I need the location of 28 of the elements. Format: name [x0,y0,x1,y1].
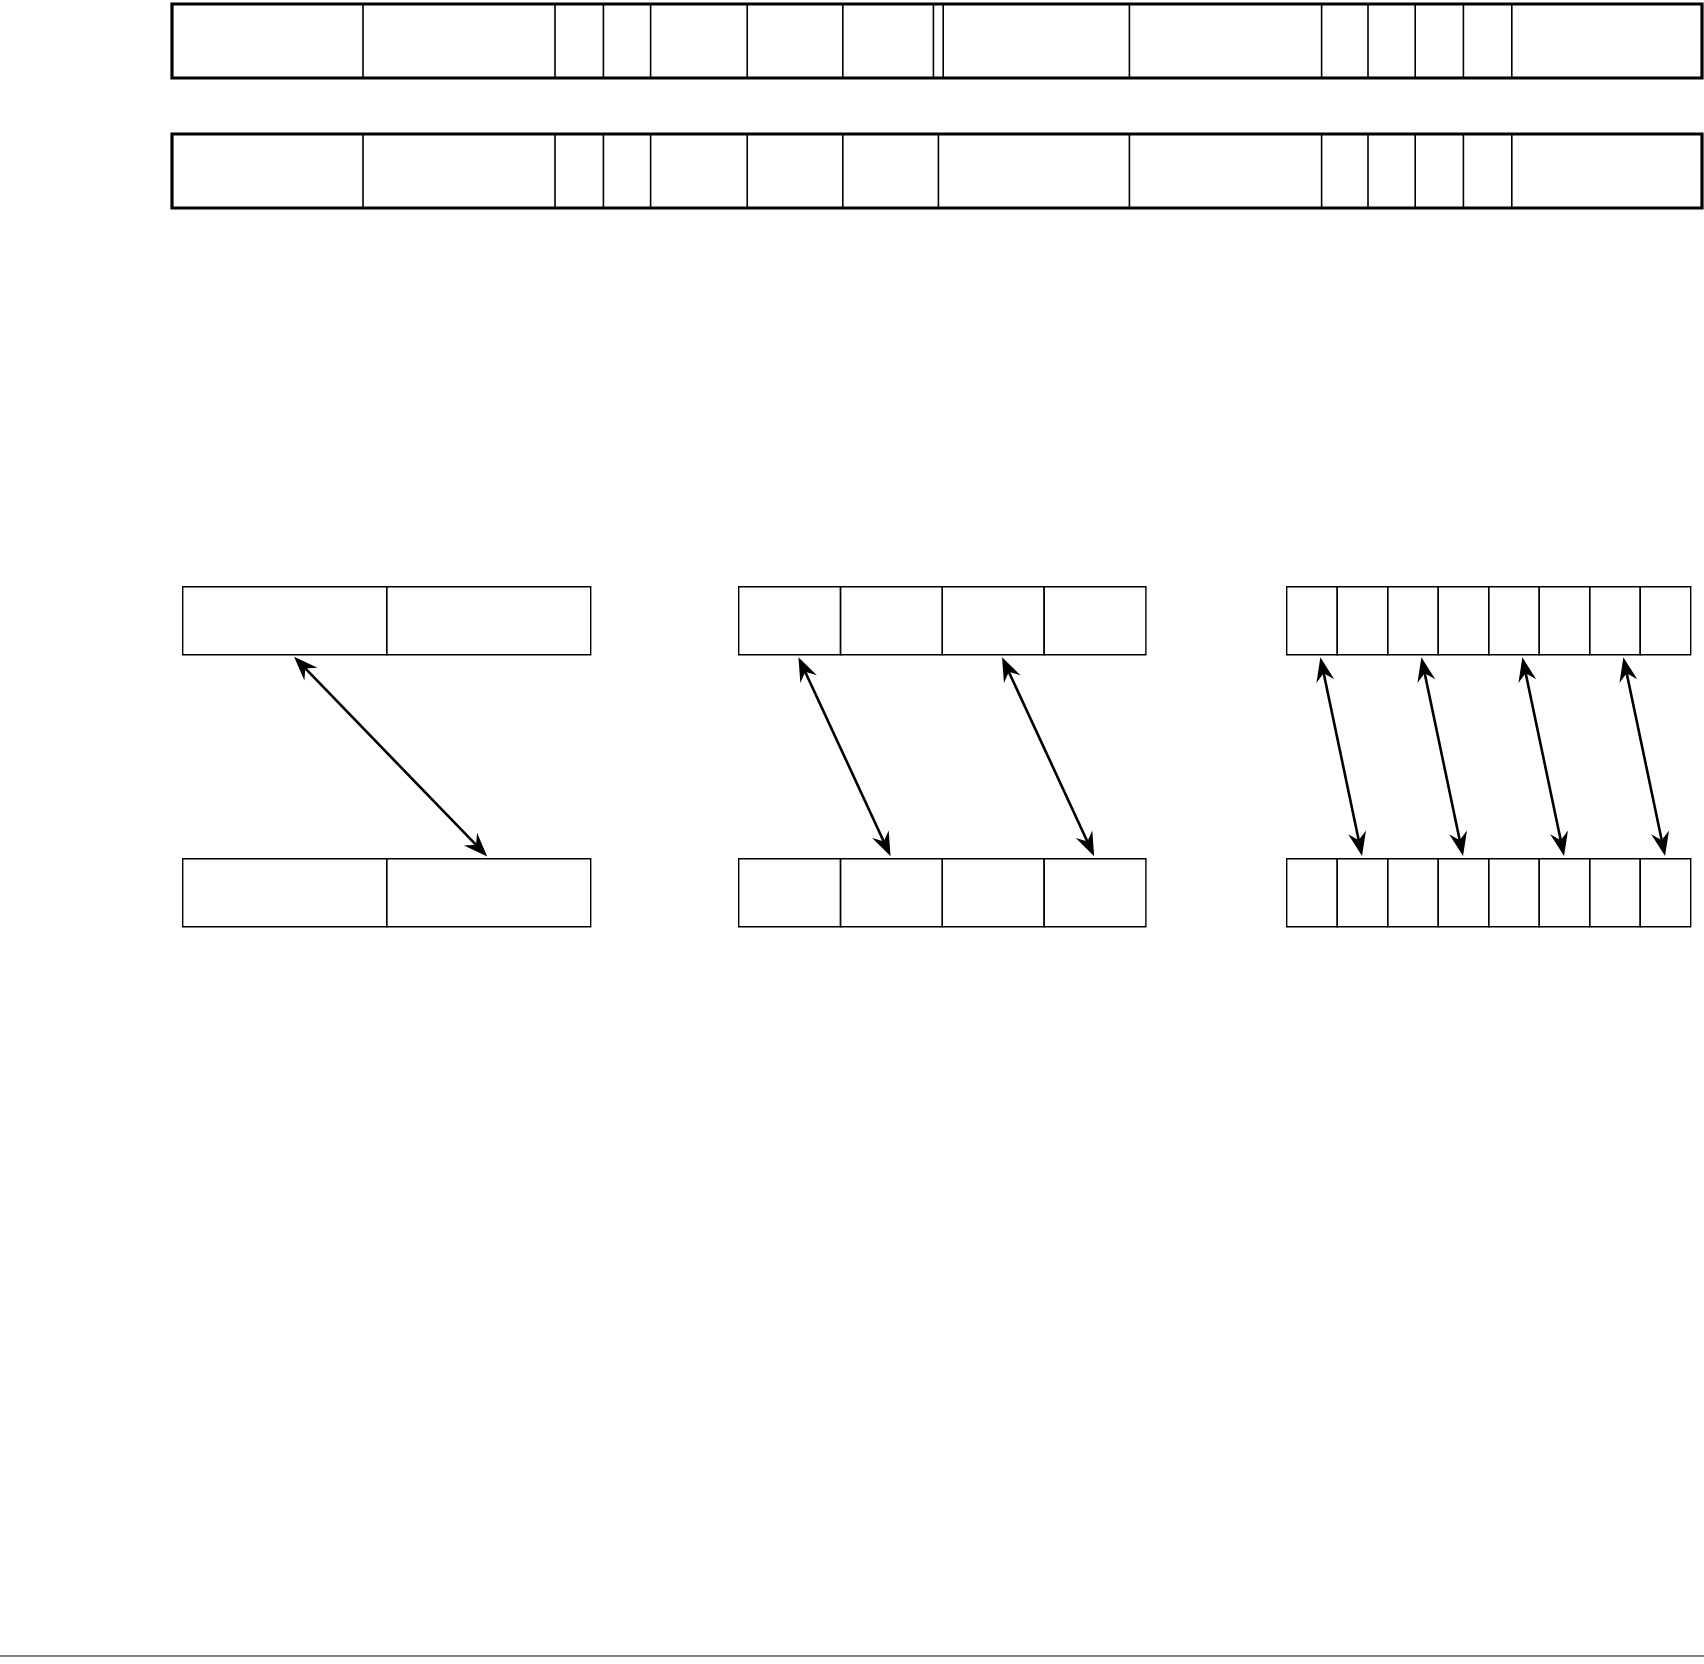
cell-box [1538,858,1591,928]
cell-box [386,586,592,656]
cell-box [1437,858,1490,928]
cell-box [1336,858,1389,928]
cell-box [1589,858,1641,928]
cell-box [941,586,1045,656]
cell-box [1286,858,1338,928]
cell-box [839,858,943,928]
cell-box [839,586,943,656]
cell-box [1488,586,1540,656]
cell-box [1043,586,1147,656]
cell-box [1387,858,1439,928]
cell-box [738,858,842,928]
cell-box [182,586,388,656]
cell-box [1488,858,1540,928]
cell-box [1538,586,1591,656]
cell-box [1639,586,1692,656]
cell-box [1387,586,1439,656]
cell-box [182,858,388,928]
cell-box [386,858,592,928]
cell-box [1043,858,1147,928]
cell-box [941,858,1045,928]
cell-box [1589,586,1641,656]
cell-box [1336,586,1389,656]
cell-box [738,586,842,656]
cell-box [1639,858,1692,928]
cell-box [1437,586,1490,656]
cell-box [1286,586,1338,656]
